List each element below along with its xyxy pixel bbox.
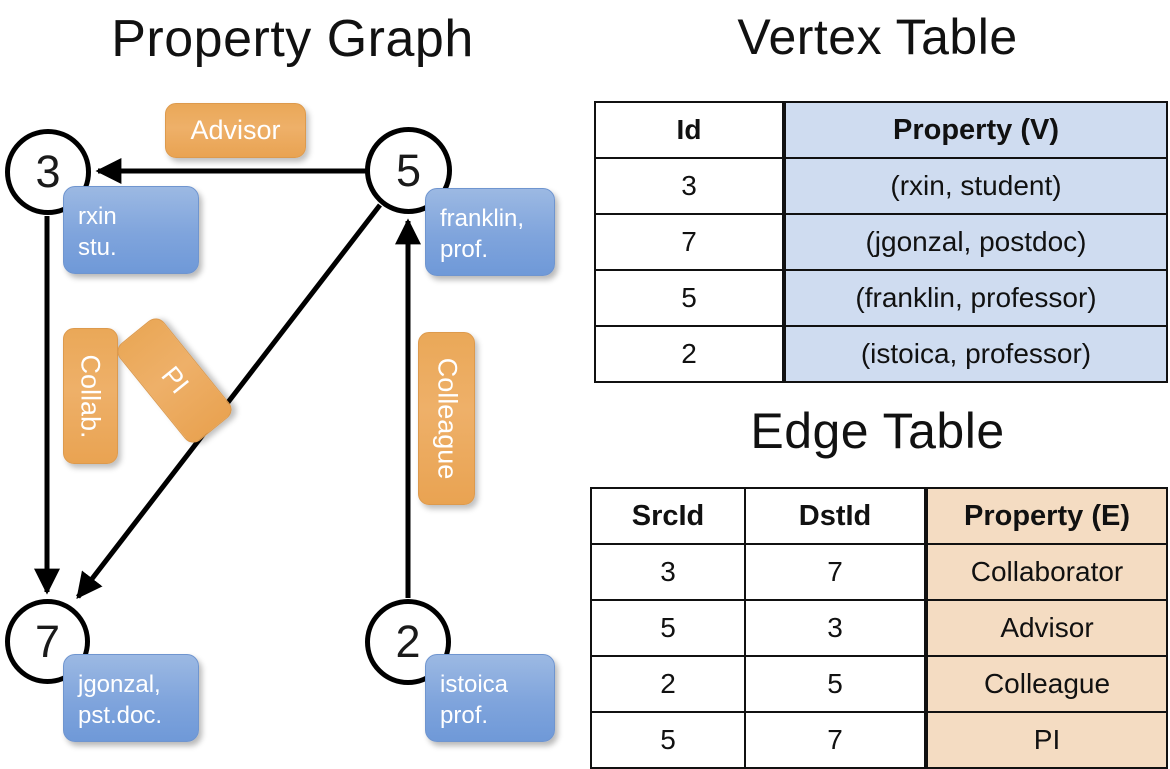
vertex-table-cell-property: (istoica, professor) (782, 325, 1168, 383)
edge-label-collab: Collab. (63, 328, 118, 464)
table-header-row: SrcId DstId Property (E) (590, 487, 1168, 545)
table-row: 2 5 Colleague (590, 655, 1168, 713)
vertex-table-header-id: Id (594, 101, 785, 159)
edge-label-advisor: Advisor (165, 103, 306, 158)
vertex-node-7-label: 7 (34, 615, 61, 667)
vertex-table-cell-property: (franklin, professor) (782, 269, 1168, 327)
vertex-property-chip-jgonzal: jgonzal, pst.doc. (63, 654, 199, 742)
vertex-node-2-label: 2 (395, 616, 421, 667)
table-row: 5 7 PI (590, 711, 1168, 769)
edge-label-advisor-text: Advisor (190, 115, 281, 145)
edge-table-header-srcid: SrcId (590, 487, 746, 545)
edge-label-pi-text: PI (155, 360, 195, 400)
edge-table-cell-property: PI (924, 711, 1168, 769)
edge-table-cell-srcid: 2 (590, 655, 746, 713)
vertex-property-chip-franklin: franklin, prof. (425, 188, 555, 276)
edge-table-cell-dstid: 7 (744, 543, 927, 601)
edge-5-to-7-pi (76, 203, 382, 600)
page-title-property-graph: Property Graph (111, 10, 474, 68)
vertex-node-3-label: 3 (35, 146, 61, 197)
vertex-node-2[interactable]: 2 (365, 599, 451, 685)
edge-table-cell-dstid: 7 (744, 711, 927, 769)
table-row: 7 (jgonzal, postdoc) (594, 213, 1168, 271)
property-graph-diagram: Advisor Collab. PI Colleague 3 5 7 2 rxi… (0, 0, 585, 760)
vertex-table-cell-id: 7 (594, 213, 785, 271)
edge-table-cell-srcid: 5 (590, 599, 746, 657)
vertex-node-5[interactable]: 5 (365, 127, 452, 214)
table-row: 5 3 Advisor (590, 599, 1168, 657)
edge-table-cell-property: Collaborator (924, 543, 1168, 601)
edge-table-cell-property: Advisor (924, 599, 1168, 657)
edge-label-colleague-text: Colleague (432, 357, 462, 480)
edge-table-header-property: Property (E) (924, 487, 1168, 545)
vertex-table-cell-property: (rxin, student) (782, 157, 1168, 215)
vertex-table-cell-id: 5 (594, 269, 785, 327)
vertex-property-chip-istoica: istoica prof. (425, 654, 555, 742)
vertex-table-header-property: Property (V) (782, 101, 1168, 159)
table-header-row: Id Property (V) (594, 101, 1168, 159)
edge-table-cell-srcid: 5 (590, 711, 746, 769)
section-title-edge-table: Edge Table (750, 403, 1005, 459)
section-title-vertex-table: Vertex Table (737, 9, 1018, 65)
vertex-property-chip-rxin: rxin stu. (63, 186, 199, 274)
vertex-table-cell-property: (jgonzal, postdoc) (782, 213, 1168, 271)
vertex-table-cell-id: 2 (594, 325, 785, 383)
table-row: 3 (rxin, student) (594, 157, 1168, 215)
edge-table-cell-dstid: 3 (744, 599, 927, 657)
vertex-table-cell-id: 3 (594, 157, 785, 215)
table-row: 5 (franklin, professor) (594, 269, 1168, 327)
edge-label-colleague: Colleague (418, 332, 475, 505)
edge-table-header-dstid: DstId (744, 487, 927, 545)
vertex-table: Id Property (V) 3 (rxin, student) 7 (jgo… (594, 101, 1168, 383)
vertex-node-5-label: 5 (395, 144, 422, 196)
table-row: 3 7 Collaborator (590, 543, 1168, 601)
graph-edges-layer (34, 158, 421, 600)
edge-table-cell-srcid: 3 (590, 543, 746, 601)
table-row: 2 (istoica, professor) (594, 325, 1168, 383)
edge-table-cell-property: Colleague (924, 655, 1168, 713)
edge-label-collab-text: Collab. (76, 353, 107, 439)
edge-table-cell-dstid: 5 (744, 655, 927, 713)
edge-table: SrcId DstId Property (E) 3 7 Collaborato… (590, 487, 1168, 769)
